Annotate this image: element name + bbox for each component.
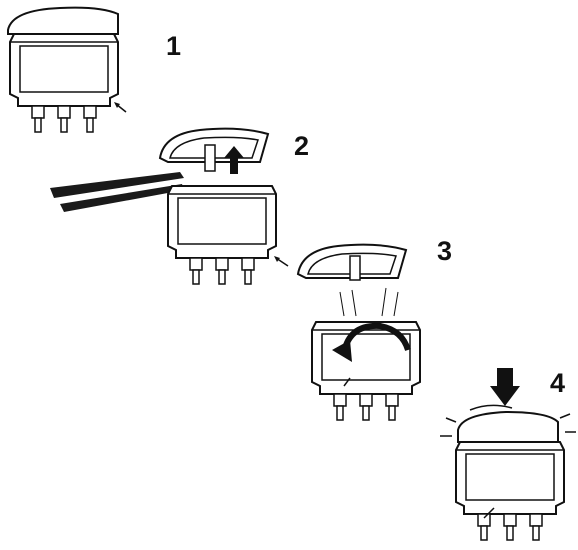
step-4-illustration (440, 368, 576, 541)
step-4-number: 4 (550, 368, 566, 398)
step-2-illustration (50, 127, 289, 285)
step-1-number: 1 (166, 31, 182, 61)
step-1-illustration (7, 6, 127, 133)
step-2-number: 2 (294, 131, 310, 161)
step-3-illustration (297, 243, 421, 421)
step-3-number: 3 (437, 236, 453, 266)
